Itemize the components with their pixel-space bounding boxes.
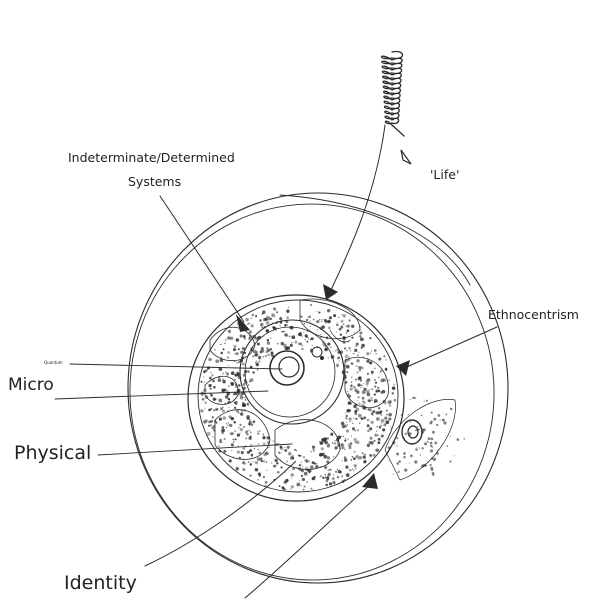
ethnocentrism-label: Ethnocentrism	[488, 307, 579, 322]
quantum-label: Quantum	[44, 360, 63, 365]
micro-label: Micro	[8, 375, 54, 395]
middle-ring	[187, 294, 405, 502]
life-label: 'Life'	[430, 167, 460, 182]
inner-core	[239, 319, 345, 425]
physical-label: Physical	[14, 442, 92, 464]
pointer-lines	[54, 124, 498, 599]
dna-coil-icon	[380, 50, 405, 137]
outer-ring	[127, 192, 509, 584]
stippled-cell-zone	[200, 304, 466, 492]
identity-label: Identity	[64, 572, 137, 594]
indeterminate-label: Indeterminate/Determined	[68, 150, 235, 165]
systems-label: Systems	[128, 174, 182, 189]
arrowheads	[236, 149, 412, 489]
cell-outlines	[204, 298, 389, 470]
